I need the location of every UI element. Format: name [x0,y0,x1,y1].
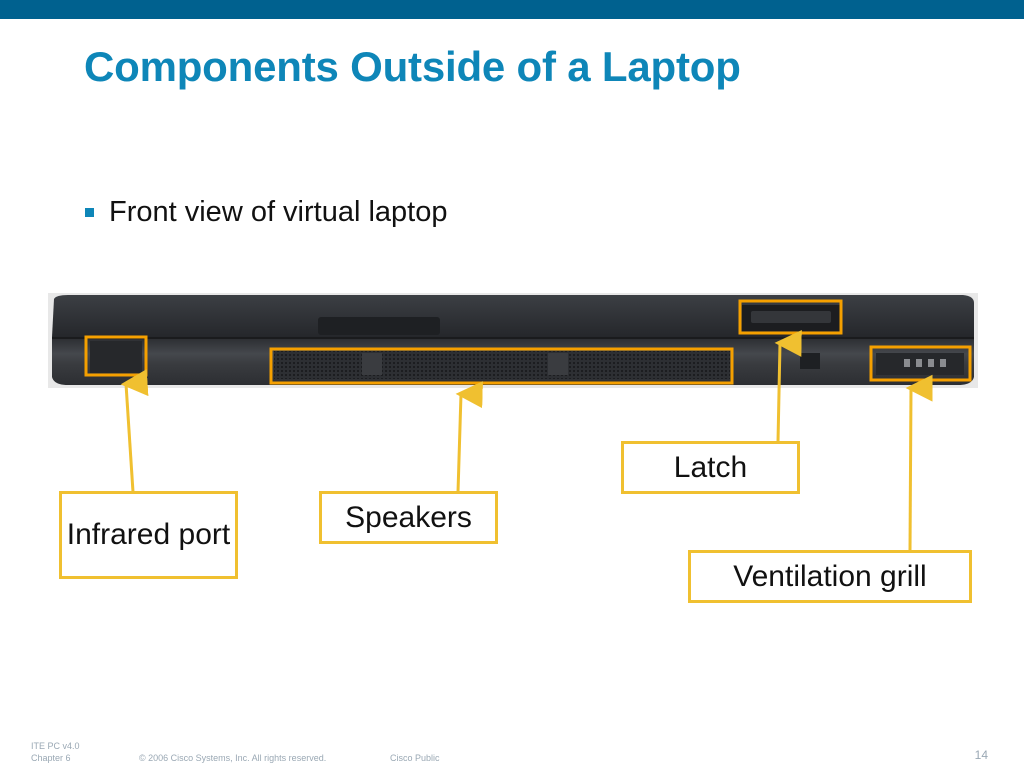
ventilation-arrow [905,374,933,552]
infrared-port-callout: Infrared port [59,491,238,579]
page-number: 14 [974,748,988,762]
speakers-label: Speakers [345,500,472,534]
latch-arrow [774,329,802,443]
header-bar [0,0,1024,19]
footer-copyright: © 2006 Cisco Systems, Inc. All rights re… [139,753,327,763]
latch-callout: Latch [621,441,800,494]
latch-label: Latch [673,450,748,484]
ventilation-grill-label: Ventilation grill [733,559,927,593]
infrared-port-label: Infrared port [66,518,231,551]
footer-classification: Cisco Public [390,753,440,763]
infrared-arrow [120,369,149,493]
infrared-highlight [84,335,148,377]
bullet-text: Front view of virtual laptop [109,196,448,228]
slide-title: Components Outside of a Laptop [84,43,741,90]
ventilation-grill-callout: Ventilation grill [688,550,972,603]
footer-chapter: Chapter 6 [31,753,71,763]
speakers-arrow [455,381,484,493]
speakers-callout: Speakers [319,491,498,544]
speakers-highlight [269,347,734,385]
footer-course: ITE PC v4.0 [31,741,80,751]
laptop-front-image [48,293,978,388]
bullet-item: Front view of virtual laptop [85,194,447,230]
square-bullet-icon [85,207,94,217]
laptop-front-illustration [48,293,978,388]
